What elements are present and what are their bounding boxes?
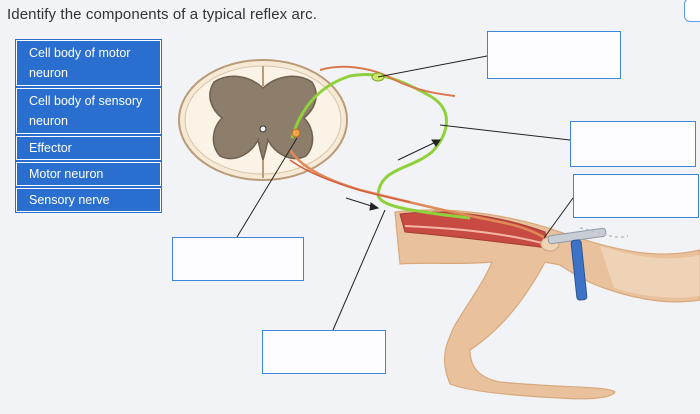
- drop-target-5[interactable]: [262, 330, 386, 374]
- drop-target-1[interactable]: [487, 31, 621, 79]
- answer-options: Cell body of motor neuron Cell body of s…: [16, 40, 161, 212]
- option-cell-body-sensory-neuron[interactable]: Cell body of sensory neuron: [16, 88, 161, 134]
- option-sensory-nerve[interactable]: Sensory nerve: [16, 188, 161, 212]
- motor-neuron-path: [288, 149, 546, 240]
- option-motor-neuron[interactable]: Motor neuron: [16, 162, 161, 186]
- option-effector[interactable]: Effector: [16, 136, 161, 160]
- option-cell-body-motor-neuron[interactable]: Cell body of motor neuron: [16, 40, 161, 86]
- direction-arrows: [345, 139, 441, 211]
- sensory-neuron-path: [290, 72, 471, 220]
- drop-target-4[interactable]: [172, 237, 304, 281]
- corner-button[interactable]: [684, 0, 700, 22]
- drop-target-2[interactable]: [570, 121, 696, 167]
- question-title: Identify the components of a typical ref…: [7, 6, 317, 23]
- leg-illustration: [394, 209, 700, 400]
- reflex-hammer: [547, 227, 629, 301]
- leader-lines: [236, 55, 574, 331]
- spinal-cord-section: [178, 59, 348, 181]
- drop-target-3[interactable]: [573, 174, 699, 218]
